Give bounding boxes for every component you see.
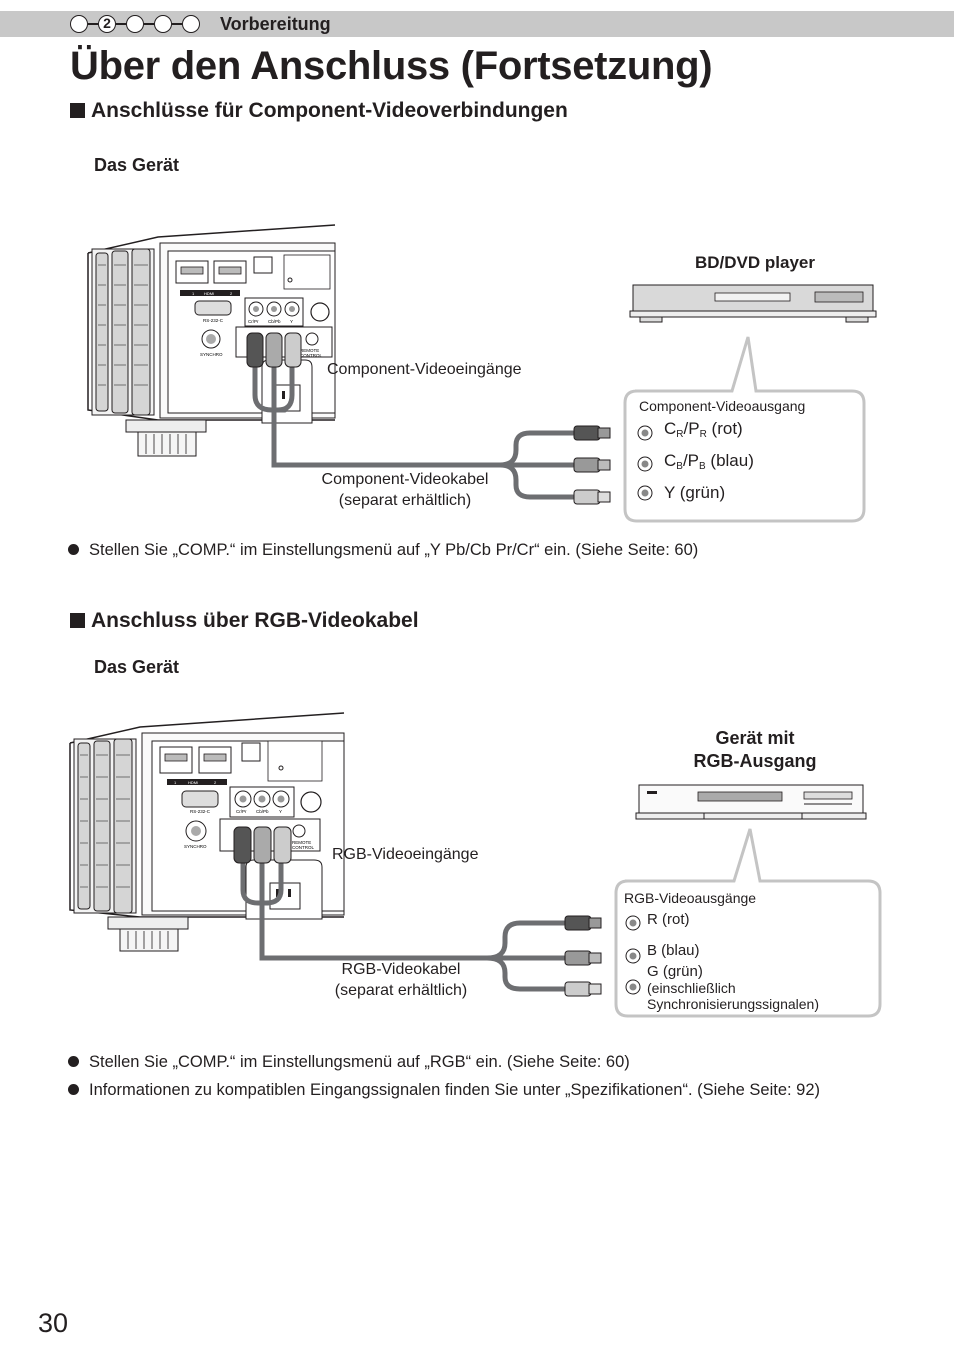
y-label: Y [290,319,293,324]
rgb-source-label: Gerät mit RGB-Ausgang [655,727,855,773]
bd-player-illustration [629,284,877,323]
page-number: 30 [38,1308,69,1338]
component-output-title: Component-Videoausgang [639,398,806,414]
rgb-output-title: RGB-Videoausgänge [624,890,757,906]
projector-plugs [233,826,292,864]
remote-label-2: CONTROL [292,845,314,850]
hdmi2-label: 2 [230,291,233,296]
output-cr-pr: CR/PR (rot) [664,419,743,440]
rgb-source-illustration [635,784,867,820]
rgb-source-label-line1: Gerät mit [715,728,795,748]
cbpb-label: Cb/Pb [256,809,269,814]
rgb-output-jacks [625,915,641,995]
step-5 [182,15,200,33]
rgb-output-g: G (grün) [647,963,703,980]
projector-illustration: 1 HDMI 2 RS-232-C Cr/Pr Cb/Pb Y SYNCHRO … [69,712,345,952]
hdmi-label: HDMI [188,780,198,785]
crpr-label: Cr/Pr [236,809,247,814]
rgb-output-callout-box [614,828,882,1018]
synchro-label: SYNCHRO [184,844,207,849]
bullet-dot-icon [68,544,79,555]
synchro-label: SYNCHRO [200,352,223,357]
step-indicator: 2 [70,13,200,35]
source-plugs [564,915,602,997]
section2-device-label: Das Gerät [94,657,180,677]
section2-title: Anschluss über RGB-Videokabel [70,608,419,634]
rgb-output-b: B (blau) [647,942,700,959]
section2-bullet-2-text: Informationen zu kompatiblen Eingangssig… [89,1081,821,1099]
section2-bullet-1-text: Stellen Sie „COMP.“ im Einstellungsmenü … [89,1053,630,1071]
remote-label-1: REMOTE [300,348,319,353]
rgb-cable-label: RGB-Videokabel (separat erhältlich) [296,959,506,1001]
projector-plugs [246,332,302,368]
step-2-active: 2 [98,15,116,33]
rgb-cable-label-line1: RGB-Videokabel [341,961,461,978]
rgb-output-g-note-line2: Synchronisierungssignalen) [647,996,819,1012]
section1-title: Anschlüsse für Component-Videoverbindung… [70,98,568,124]
rgb-connection-diagram: 1 HDMI 2 RS-232-C Cr/Pr Cb/Pb Y SYNCHRO … [69,712,882,1018]
section1-title-text: Anschlüsse für Component-Videoverbindung… [91,99,568,122]
section1-bullet-text: Stellen Sie „COMP.“ im Einstellungsmenü … [89,541,699,559]
section2-title-text: Anschluss über RGB-Videokabel [91,609,419,632]
cbpb-label: Cb/Pb [268,319,281,324]
section1-bullet: Stellen Sie „COMP.“ im Einstellungsmenü … [68,539,698,561]
hdmi-label: HDMI [204,291,214,296]
output-cb-pb: CB/PB (blau) [664,451,754,472]
hdmi2-label: 2 [214,780,217,785]
component-inputs-label: Component-Videoeingänge [327,361,522,378]
rgb-output-r: R (rot) [647,911,690,928]
component-cable [252,362,583,500]
hdmi1-label: 1 [192,291,195,296]
square-bullet-icon [70,103,85,118]
rs232-label: RS-232-C [203,318,224,323]
rgb-cable [240,857,575,992]
output-jacks [637,425,653,501]
square-bullet-icon [70,613,85,628]
rgb-cable-label-line2: (separat erhältlich) [334,982,468,999]
section1-device-label: Das Gerät [94,155,180,175]
bd-player-label: BD/DVD player [695,253,815,272]
output-callout-box [623,336,866,523]
projector-illustration: 1 HDMI 2 RS-232-C Cr/Pr Cb/Pb Y SYNCHRO … [87,224,336,457]
bullet-dot-icon [68,1084,79,1095]
step-4 [154,15,172,33]
hdmi1-label: 1 [174,780,177,785]
player-plugs [573,425,611,505]
component-cable-label: Component-Videokabel (separat erhältlich… [290,469,520,511]
output-y: Y (grün) [664,483,726,502]
component-connection-diagram: 1 HDMI 2 RS-232-C Cr/Pr Cb/Pb Y SYNCHRO … [87,224,877,523]
rgb-output-g-note: (einschließlich Synchronisierungssignale… [647,980,819,1012]
y-label: Y [279,809,282,814]
crpr-label: Cr/Pr [248,319,259,324]
step-1 [70,15,88,33]
remote-label-2: CONTROL [300,353,322,358]
bullet-dot-icon [68,1056,79,1067]
section2-bullet-2: Informationen zu kompatiblen Eingangssig… [68,1079,820,1101]
rgb-inputs-label: RGB-Videoeingänge [332,846,479,863]
rgb-source-label-line2: RGB-Ausgang [693,751,817,771]
section2-bullet-1: Stellen Sie „COMP.“ im Einstellungsmenü … [68,1051,630,1073]
step-3 [126,15,144,33]
rs232-label: RS-232-C [190,809,211,814]
chapter-title: Vorbereitung [220,14,331,34]
component-cable-label-line1: Component-Videokabel [321,471,489,488]
rgb-output-g-note-line1: (einschließlich [647,980,736,996]
page-title: Über den Anschluss (Fortsetzung) [70,44,713,88]
component-cable-label-line2: (separat erhältlich) [338,492,472,509]
remote-label-1: REMOTE [292,840,311,845]
